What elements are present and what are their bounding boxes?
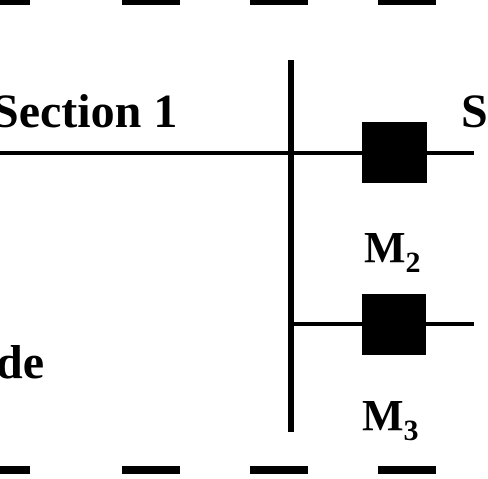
meter-m3-label: M3 xyxy=(362,391,419,446)
meter-m3-subscript: 3 xyxy=(403,414,419,447)
top-dashed-border xyxy=(0,0,436,5)
bottom-dashed-border xyxy=(0,466,436,474)
meter-m3-block xyxy=(362,294,426,355)
meter-m2-block xyxy=(362,122,427,183)
right-edge-label-fragment: S xyxy=(461,85,488,138)
meter-m2-subscript: 2 xyxy=(405,246,421,279)
meter-m3-letter: M xyxy=(362,391,404,440)
section-label: Section 1 xyxy=(0,85,178,138)
mode-label-fragment: de xyxy=(0,336,44,389)
meter-m2-letter: M xyxy=(364,223,406,272)
meter-m2-label: M2 xyxy=(364,223,421,278)
schematic-lines xyxy=(0,0,474,474)
